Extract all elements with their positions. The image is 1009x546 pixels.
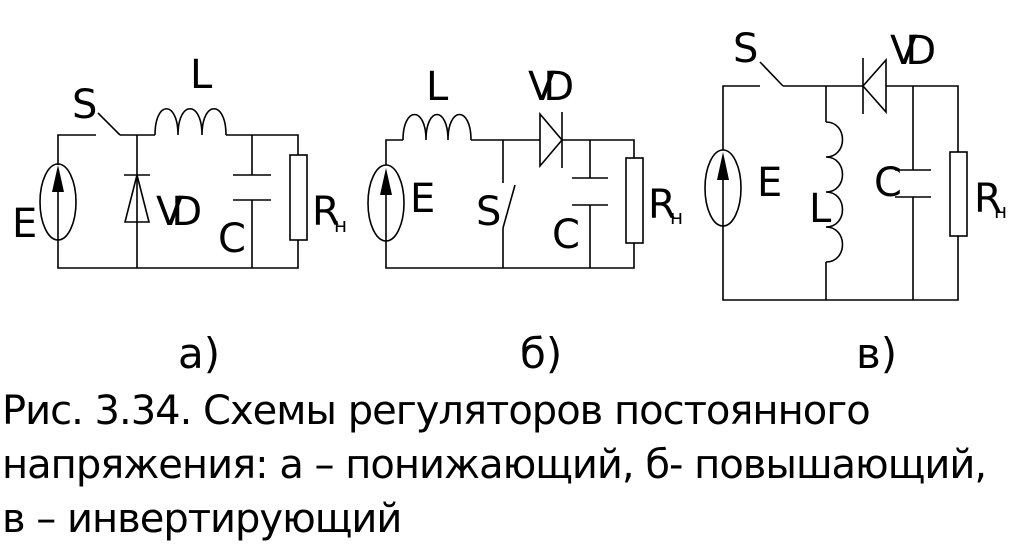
circuit-b-inductor (402, 113, 472, 141)
circuit-b-caption: б) (520, 329, 562, 378)
circuit-a-capacitor (233, 174, 271, 201)
circuit-b-load-label: R (648, 182, 676, 228)
circuit-a: S L E VD C R н а) (12, 52, 347, 378)
circuit-a-diode-label: VD (156, 189, 200, 235)
circuit-b-capacitor-label: C (552, 212, 580, 258)
circuit-c-diode (861, 57, 887, 115)
circuit-b-switch-label: S (476, 189, 501, 235)
circuit-c-load-label: R (974, 176, 1002, 222)
circuit-a-caption: а) (178, 329, 220, 378)
circuit-c-inductor-label: L (809, 186, 832, 232)
circuit-c-inductor (825, 121, 844, 263)
circuit-b-diode-label: VD (528, 64, 572, 110)
circuit-c-wires (722, 85, 959, 301)
circuit-a-source (39, 163, 77, 241)
circuit-a-load-subscript: н (334, 213, 347, 237)
circuit-c-load-subscript: н (994, 199, 1007, 223)
circuit-a-source-label: E (12, 201, 37, 247)
circuit-c-source (704, 149, 742, 227)
circuit-diagrams: S L E VD C R н а) L (12, 26, 1007, 378)
circuit-b-source (367, 164, 405, 242)
circuit-a-inductor-label: L (190, 52, 213, 98)
circuit-c-diode-label: VD (890, 28, 934, 74)
circuit-a-wires (57, 134, 299, 269)
circuit-b-load-resistor (625, 157, 644, 244)
circuit-a-switch (97, 112, 121, 136)
circuit-c-capacitor-label: C (874, 160, 902, 206)
circuit-c: S VD E L C R н в) (704, 26, 1007, 378)
figure-caption: Рис. 3.34. Схемы регуляторов постоянного… (2, 388, 987, 542)
circuit-b-wires (385, 139, 635, 269)
circuit-a-load-label: R (312, 189, 340, 235)
circuit-a-diode (123, 174, 151, 223)
circuit-c-load-resistor (949, 151, 968, 237)
circuit-b-source-label: E (410, 176, 435, 222)
circuit-a-inductor (154, 107, 227, 136)
circuit-b: L VD E S C R н б) (367, 64, 683, 378)
circuit-c-source-label: E (757, 160, 782, 206)
circuit-c-caption: в) (856, 329, 897, 378)
circuit-b-load-subscript: н (670, 205, 683, 229)
circuit-c-switch (759, 61, 784, 87)
circuit-b-capacitor (572, 177, 608, 206)
circuit-b-switch (502, 184, 516, 229)
circuit-a-capacitor-label: C (218, 216, 246, 262)
circuit-b-diode (539, 111, 564, 169)
circuit-a-load-resistor (289, 154, 308, 241)
circuit-b-inductor-label: L (426, 64, 449, 110)
circuit-c-switch-label: S (733, 26, 758, 72)
circuit-c-capacitor (895, 169, 931, 198)
circuit-a-switch-label: S (72, 82, 97, 128)
